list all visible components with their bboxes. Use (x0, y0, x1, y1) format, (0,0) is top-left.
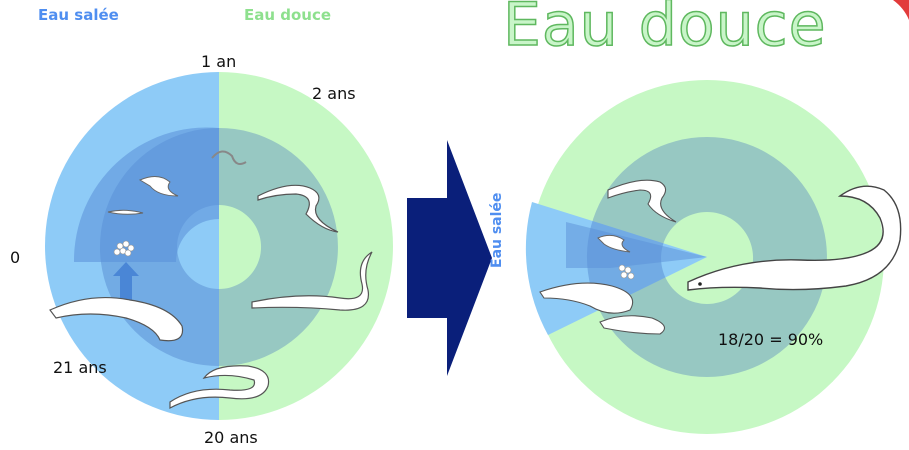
fresh-water-header: Eau douce (244, 6, 331, 24)
age-label-21-years: 21 ans (53, 358, 107, 377)
age-label-20-years: 20 ans (204, 428, 258, 447)
salt-water-header: Eau salée (38, 6, 119, 24)
age-label-0: 0 (10, 248, 20, 267)
transition-arrow (407, 140, 492, 376)
red-corner-shape (893, 0, 909, 20)
right-cycle (526, 80, 901, 434)
survival-ratio-label: 18/20 = 90% (718, 330, 823, 349)
fresh-water-title: Eau douce (503, 0, 827, 60)
age-label-2-years: 2 ans (312, 84, 356, 103)
age-label-1-year: 1 an (201, 52, 236, 71)
salt-water-vertical-label: Eau salée (489, 193, 505, 268)
eel-eye-icon (698, 282, 702, 286)
